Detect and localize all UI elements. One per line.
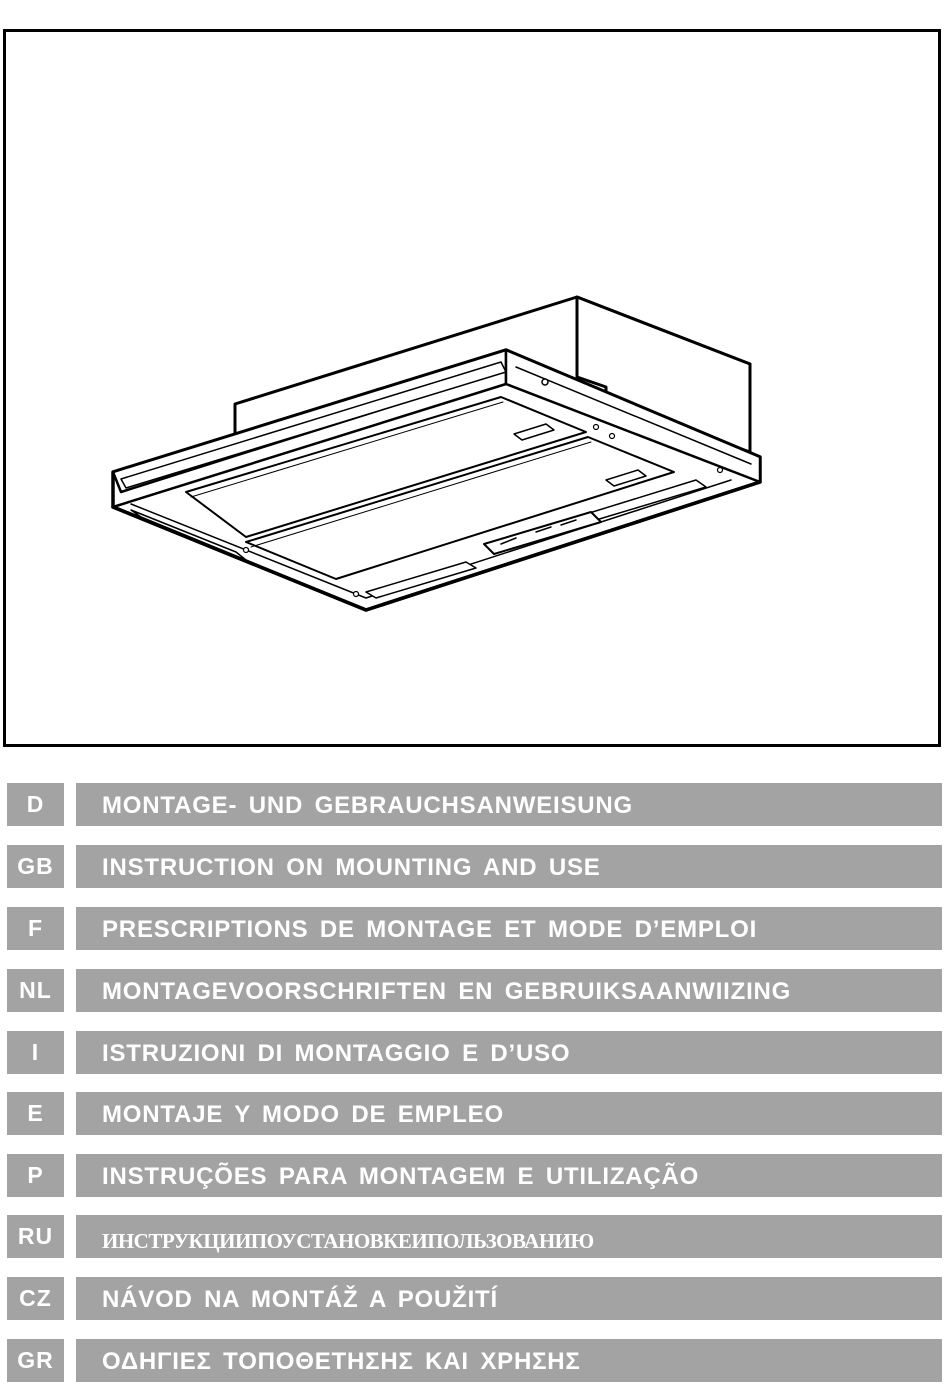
language-code: E: [7, 1092, 64, 1135]
language-title: ИНСТРУКЦИИПОУСТАНОВКЕИПОЛЬЗОВАНИЮ: [76, 1215, 942, 1258]
language-row-gr: GR ΟΔΗΓΙΕΣ ΤΟΠΟΘΕΤΗΣΗΣ ΚΑΙ ΧΡΗΣΗΣ: [0, 1339, 950, 1382]
language-title: ΟΔΗΓΙΕΣ ΤΟΠΟΘΕΤΗΣΗΣ ΚΑΙ ΧΡΗΣΗΣ: [76, 1339, 942, 1382]
language-code: RU: [7, 1215, 64, 1258]
language-row-d: D MONTAGE- UND GEBRAUCHSANWEISUNG: [0, 783, 950, 826]
language-row-e: E MONTAJE Y MODO DE EMPLEO: [0, 1092, 950, 1135]
language-code: D: [7, 783, 64, 826]
language-code: I: [7, 1031, 64, 1074]
language-row-ru: RU ИНСТРУКЦИИПОУСТАНОВКЕИПОЛЬЗОВАНИЮ: [0, 1215, 950, 1258]
language-title: MONTAJE Y MODO DE EMPLEO: [76, 1092, 942, 1135]
language-code: NL: [7, 969, 64, 1012]
cooker-hood-icon: [111, 295, 762, 612]
language-row-p: P INSTRUÇÕES PARA MONTAGEM E UTILIZAÇÃO: [0, 1154, 950, 1197]
language-code: GB: [7, 845, 64, 888]
language-title: ISTRUZIONI DI MONTAGGIO E D’USO: [76, 1031, 942, 1074]
language-code: P: [7, 1154, 64, 1197]
illustration-frame: [3, 29, 941, 747]
language-code: GR: [7, 1339, 64, 1382]
language-row-cz: CZ NÁVOD NA MONTÁŽ A POUŽITÍ: [0, 1277, 950, 1320]
language-title: MONTAGE- UND GEBRAUCHSANWEISUNG: [76, 783, 942, 826]
language-code: F: [7, 907, 64, 950]
language-title: INSTRUÇÕES PARA MONTAGEM E UTILIZAÇÃO: [76, 1154, 942, 1197]
language-row-nl: NL MONTAGEVOORSCHRIFTEN EN GEBRUIKSAANWI…: [0, 969, 950, 1012]
language-row-f: F PRESCRIPTIONS DE MONTAGE ET MODE D’EMP…: [0, 907, 950, 950]
language-title: PRESCRIPTIONS DE MONTAGE ET MODE D’EMPLO…: [76, 907, 942, 950]
language-row-i: I ISTRUZIONI DI MONTAGGIO E D’USO: [0, 1031, 950, 1074]
language-title: INSTRUCTION ON MOUNTING AND USE: [76, 845, 942, 888]
language-title: MONTAGEVOORSCHRIFTEN EN GEBRUIKSAANWIIZI…: [76, 969, 942, 1012]
language-row-gb: GB INSTRUCTION ON MOUNTING AND USE: [0, 845, 950, 888]
language-code: CZ: [7, 1277, 64, 1320]
language-title: NÁVOD NA MONTÁŽ A POUŽITÍ: [76, 1277, 942, 1320]
